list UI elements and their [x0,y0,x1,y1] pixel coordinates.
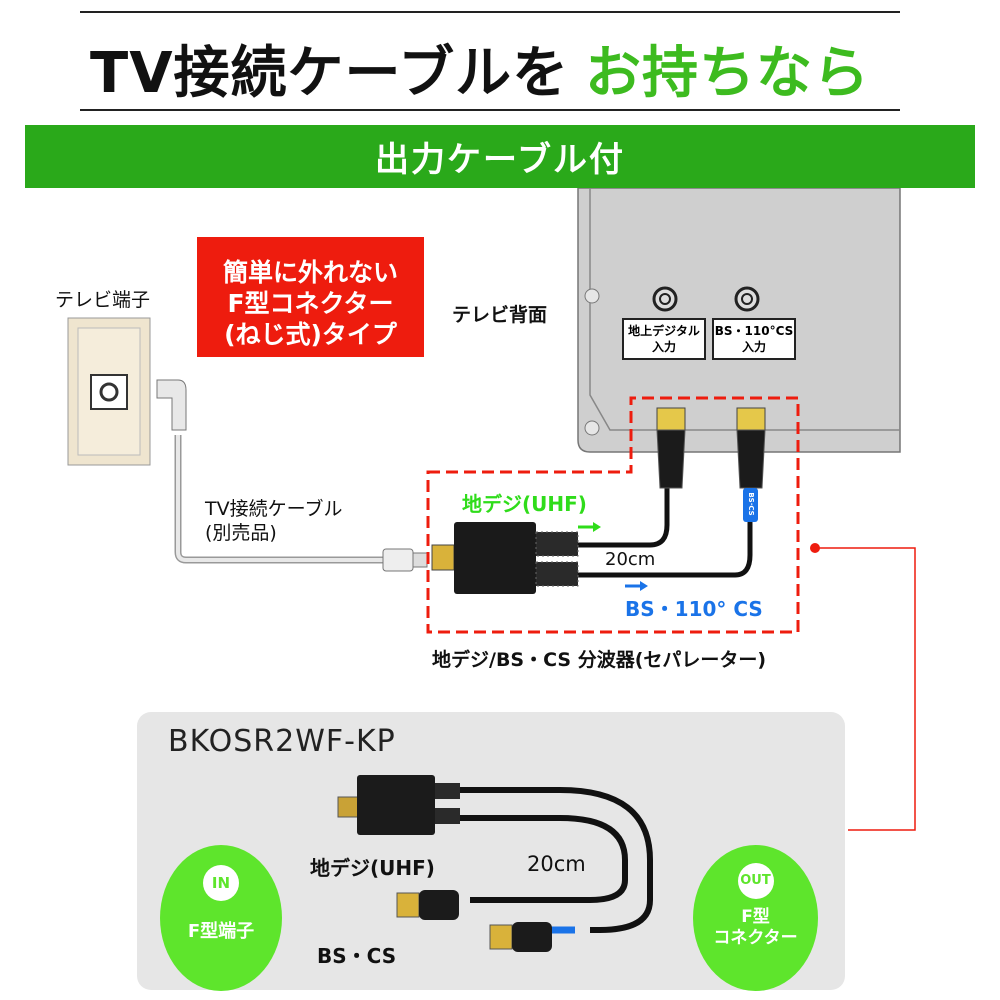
input-label-line: 入力 [741,340,766,354]
title-accent: お持ちなら [585,41,870,106]
wall-terminal-plate [67,317,151,466]
cable-label: TV接続ケーブル (別売品) [205,497,342,545]
out-badge-line: コネクター [713,928,798,948]
banner: 出力ケーブル付 [25,125,975,188]
feature-line: F型コネクター [227,289,394,318]
bs-tag: BS·CS [747,492,755,516]
tv-input-jack-bs [734,286,760,312]
tv-input-label-uhf: 地上デジタル 入力 [622,318,706,360]
separator-device [431,522,579,594]
bs-plug [736,407,766,522]
out-badge-label: OUT [737,863,774,899]
wall-terminal-label: テレビ端子 [55,289,151,311]
feature-callout: 簡単に外れない F型コネクター (ねじ式)タイプ [197,237,424,357]
feature-line: 簡単に外れない [222,258,398,287]
cable-label-line: (別売品) [205,522,277,544]
in-badge: IN F型端子 [160,845,282,991]
length-label: 20cm [605,549,656,570]
feature-line: (ねじ式)タイプ [224,320,397,349]
product-bs-label: BS・CS [317,944,397,968]
cable-label-line: TV接続ケーブル [205,498,343,520]
tv-back-label: テレビ背面 [452,304,548,326]
out-badge-text: F型 コネクター [693,907,818,949]
uhf-label: 地デジ(UHF) [462,492,587,516]
bs-label: BS・110° CS [625,597,763,621]
product-panel [137,712,845,990]
product-uhf-label: 地デジ(UHF) [310,856,435,880]
out-badge: OUT F型 コネクター [693,845,818,991]
leader-line [810,543,916,831]
product-photo [337,775,653,952]
in-badge-text: F型端子 [187,921,255,942]
tv-connection-cable [156,379,428,572]
title-primary: TV接続ケーブルを [90,41,570,106]
input-label-line: BS・110°CS [714,324,794,338]
tv-input-label-bs: BS・110°CS 入力 [712,318,796,360]
separator-highlight-box [426,396,800,634]
in-badge-label: IN [203,865,239,901]
input-label-line: 地上デジタル [628,324,700,338]
out-badge-line: F型 [741,907,770,927]
separator-caption: 地デジ/BS・CS 分波器(セパレーター) [432,649,767,671]
uhf-plug [656,407,686,489]
model-number: BKOSR2WF-KP [168,724,396,759]
input-label-line: 入力 [651,340,676,354]
product-length-label: 20cm [527,852,586,876]
tv-input-jack-uhf [652,286,678,312]
